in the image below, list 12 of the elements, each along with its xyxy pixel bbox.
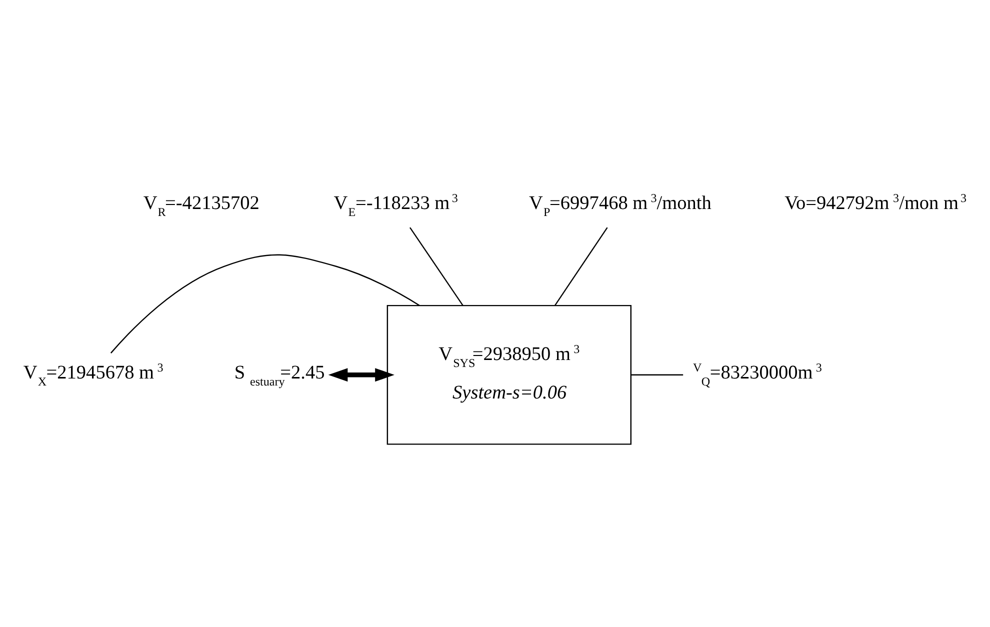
node-text: S $_{estuary}$=2.45 [234, 362, 325, 388]
connector [554, 226, 608, 306]
label: Vo=942792m$^{3}$/mon m$^{3}$ [784, 190, 967, 214]
label: V$_{R}$=-42135702 [143, 192, 260, 218]
node-box: V$_{SYS}$=2938950 m$^{3}$ System-s=0.06 [386, 304, 632, 444]
node-text: V$_{X}$=21945678 m$^{3}$ [23, 360, 164, 388]
connector [631, 374, 684, 375]
arrow [328, 368, 394, 382]
connector [409, 226, 464, 306]
node-text: V$_{E}$=-118233 m$^{3}$ [334, 190, 458, 218]
connector [110, 254, 420, 353]
node-text: V$_{P}$=6997468 m$^{3}$/month [529, 190, 712, 218]
